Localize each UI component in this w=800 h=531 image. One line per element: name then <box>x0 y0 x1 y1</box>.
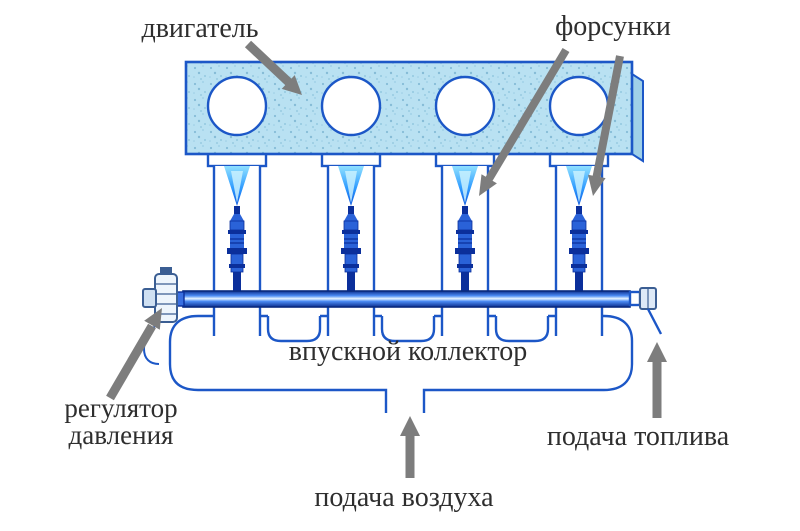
pressure-regulator <box>142 267 185 365</box>
engine-block-side-shadow <box>631 72 644 163</box>
cylinder-bore-2 <box>320 75 382 137</box>
fuel-rail <box>182 290 631 308</box>
arrow-to-engine-head <box>281 75 302 95</box>
regulator-ribs <box>155 283 177 315</box>
fitting-collar <box>628 290 642 307</box>
arrow-to-injector3-head <box>479 174 497 196</box>
regulator-side-nut <box>142 288 157 308</box>
cylinder-bore-1 <box>206 75 268 137</box>
arrow-to-injector4-shaft <box>592 55 624 178</box>
label-intake-manifold: впускной коллектор <box>289 336 528 367</box>
label-pressure-regulator-line2: давления <box>69 420 174 450</box>
label-fuel-supply: подача топлива <box>547 421 730 452</box>
callout-arrows <box>106 40 667 478</box>
fuel-supply-line <box>646 308 663 335</box>
manifold-body-path <box>168 314 634 413</box>
fuel-inlet-fitting <box>628 287 663 335</box>
arrow-to-injector3-shaft <box>485 47 570 182</box>
label-engine: двигатель <box>141 13 258 44</box>
engine-block <box>184 60 644 163</box>
cylinder-bore-3 <box>434 75 496 137</box>
manifold-runner-pocket <box>380 316 436 343</box>
cylinder-bore-4 <box>548 75 610 137</box>
label-air-supply: подача воздуха <box>314 482 494 513</box>
arrow-to-engine-shaft <box>244 40 293 86</box>
arrow-fuel-supply-head <box>647 342 667 362</box>
manifold-runner-pocket <box>494 316 550 343</box>
arrow-to-regulator-head <box>144 308 162 330</box>
label-injectors: форсунки <box>555 11 671 42</box>
arrow-to-injector4-head <box>588 174 606 196</box>
arrow-to-regulator-shaft <box>106 323 156 401</box>
manifold-runner-pocket <box>266 316 322 343</box>
label-pressure-regulator-line1: регулятор <box>64 393 177 423</box>
arrow-air-supply-head <box>400 416 420 436</box>
regulator-top-cap <box>160 267 172 274</box>
